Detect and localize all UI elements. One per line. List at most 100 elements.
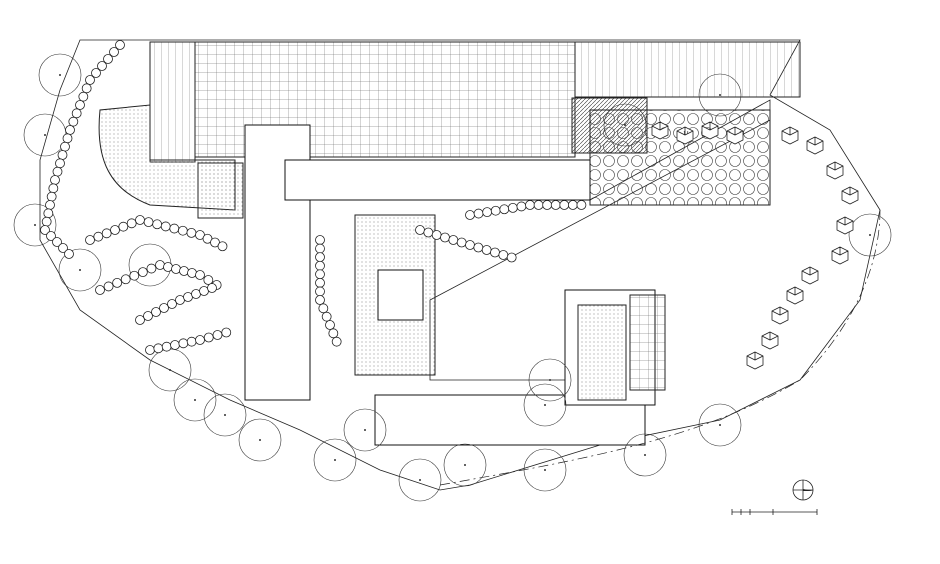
cube-planter — [746, 351, 764, 370]
shrub — [169, 223, 180, 234]
shrub — [57, 150, 68, 160]
shrub — [85, 235, 95, 245]
cube-planter — [651, 121, 669, 140]
shrub — [91, 68, 101, 78]
shrub — [315, 243, 325, 254]
tree-trunk — [624, 124, 626, 126]
shrub — [101, 228, 112, 239]
shrub — [221, 327, 232, 338]
tree-canopy — [698, 73, 742, 117]
shrub — [321, 311, 332, 322]
shrub — [559, 200, 570, 210]
cube-planter — [781, 126, 799, 145]
tree-canopy — [528, 358, 572, 402]
shrub — [576, 200, 587, 210]
cube-planter — [831, 246, 849, 265]
shrub — [415, 225, 425, 235]
tree-trunk — [419, 479, 421, 481]
shrub — [68, 116, 79, 127]
cube-planter — [771, 306, 789, 325]
shrub — [58, 243, 68, 253]
shrub — [516, 201, 527, 212]
shrub — [315, 252, 325, 263]
tree-trunk — [334, 459, 336, 461]
shrub — [465, 240, 475, 250]
shrub — [65, 125, 75, 135]
tree-trunk — [464, 464, 466, 466]
shrub — [542, 200, 553, 210]
shrub — [126, 218, 137, 229]
shrub — [64, 249, 74, 259]
shrub — [48, 183, 59, 194]
shrub — [43, 208, 54, 219]
shrub — [120, 274, 131, 285]
shrub — [490, 247, 500, 258]
shrub — [315, 277, 325, 288]
tree-canopy — [603, 103, 647, 147]
swimming-pool — [577, 304, 627, 401]
shrub — [145, 345, 155, 355]
shrub — [203, 332, 214, 343]
shrub — [45, 200, 55, 210]
shrub — [93, 231, 104, 242]
tree-trunk — [59, 74, 61, 76]
cube-planter — [806, 136, 824, 155]
building-wing[interactable] — [284, 159, 591, 201]
shrub — [171, 264, 181, 274]
shrub — [40, 225, 50, 235]
shrub — [160, 221, 171, 232]
shrub — [177, 225, 188, 236]
tree-trunk — [34, 224, 36, 226]
site-boundary — [39, 39, 881, 491]
shrub — [482, 207, 493, 218]
cube-planter — [726, 126, 744, 145]
shrub — [135, 315, 145, 325]
shrub — [78, 91, 89, 102]
tree-canopy — [173, 378, 217, 422]
shrub — [423, 227, 434, 238]
shrub — [109, 47, 119, 57]
pavilion[interactable] — [377, 269, 424, 321]
shrub — [187, 268, 197, 278]
tree-canopy — [343, 408, 387, 452]
north-arrow-icon — [792, 479, 814, 501]
shrub — [112, 277, 123, 288]
scale-bar — [731, 509, 818, 515]
cube-planter — [801, 266, 819, 285]
shrub — [163, 262, 173, 272]
tree-canopy — [523, 448, 567, 492]
shrub — [550, 200, 561, 210]
shrub — [137, 267, 148, 278]
shrub — [490, 205, 501, 216]
shrub — [143, 217, 154, 228]
tree-canopy — [523, 383, 567, 427]
shrub — [46, 191, 57, 202]
shrub — [481, 245, 492, 255]
tree-canopy — [38, 53, 82, 97]
tree-canopy — [623, 433, 667, 477]
shrub — [52, 237, 62, 247]
shrub — [41, 216, 52, 227]
tree-trunk — [364, 429, 366, 431]
shrub — [115, 40, 125, 50]
tree-canopy — [313, 438, 357, 482]
shrub — [328, 328, 339, 339]
shrub — [195, 270, 205, 280]
shrub — [135, 215, 145, 225]
tree-trunk — [549, 379, 551, 381]
shrub — [498, 250, 509, 260]
pool-planting — [629, 294, 666, 391]
shrub — [203, 275, 214, 285]
tree-canopy — [698, 403, 742, 447]
shrub — [118, 221, 129, 232]
shrub — [217, 241, 228, 252]
shrub — [170, 340, 180, 350]
shrub — [473, 242, 484, 253]
tree-canopy — [398, 458, 442, 502]
shrub — [315, 269, 325, 280]
shrub — [110, 225, 120, 235]
deck-area — [574, 41, 801, 98]
shrub — [103, 54, 113, 64]
shrub — [146, 263, 157, 274]
shrub — [506, 252, 517, 263]
